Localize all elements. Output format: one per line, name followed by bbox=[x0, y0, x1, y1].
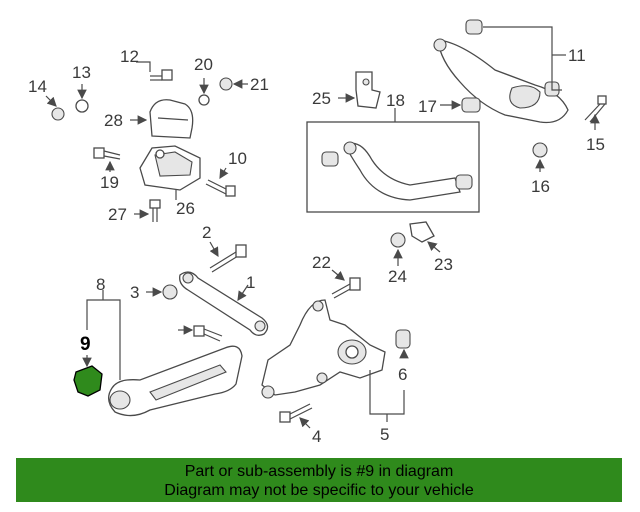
lateral-link-18 bbox=[321, 141, 473, 201]
callout-16: 16 bbox=[531, 177, 550, 196]
bushing-9-highlighted[interactable] bbox=[73, 365, 103, 397]
link-arm-1 bbox=[179, 271, 269, 336]
callout-15: 15 bbox=[586, 135, 605, 154]
callout-9: 9 bbox=[80, 334, 91, 355]
callout-19: 19 bbox=[100, 173, 119, 192]
banner-line-1: Part or sub-assembly is #9 in diagram bbox=[184, 463, 454, 480]
callout-22: 22 bbox=[312, 253, 331, 272]
callout-27: 27 bbox=[108, 205, 127, 224]
callout-14: 14 bbox=[28, 77, 47, 96]
bolt-7 bbox=[193, 325, 223, 342]
nut-16 bbox=[532, 142, 548, 158]
upper-control-arm bbox=[433, 19, 569, 124]
bushing-6 bbox=[395, 329, 411, 349]
callout-17: 17 bbox=[418, 97, 437, 116]
nut-3 bbox=[162, 284, 178, 300]
nut-14 bbox=[51, 107, 65, 121]
bracket-26 bbox=[139, 145, 201, 191]
callout-4: 4 bbox=[312, 427, 321, 446]
bolt-10 bbox=[205, 179, 236, 197]
callout-20: 20 bbox=[194, 55, 213, 74]
callout-8: 8 bbox=[96, 275, 105, 294]
info-banner: Part or sub-assembly is #9 in diagram Di… bbox=[16, 458, 622, 502]
callout-23: 23 bbox=[434, 255, 453, 274]
callout-5: 5 bbox=[380, 425, 389, 444]
bolt-22 bbox=[331, 277, 361, 299]
bolt-4 bbox=[279, 403, 313, 423]
callout-25: 25 bbox=[312, 89, 331, 108]
callout-10: 10 bbox=[228, 149, 247, 168]
callout-28: 28 bbox=[104, 111, 123, 130]
sub-assembly-box-18 bbox=[306, 121, 480, 213]
mount-28 bbox=[149, 99, 194, 139]
bolt-19 bbox=[93, 147, 121, 160]
callout-1: 1 bbox=[246, 273, 255, 292]
nut-21 bbox=[219, 77, 233, 91]
callout-6: 6 bbox=[398, 365, 407, 384]
banner-line-2: Diagram may not be specific to your vehi… bbox=[164, 482, 474, 499]
bolt-12 bbox=[150, 69, 173, 81]
bolt-2 bbox=[209, 244, 247, 273]
callout-24: 24 bbox=[388, 267, 407, 286]
callout-26: 26 bbox=[176, 199, 195, 218]
bolt-15 bbox=[584, 95, 607, 123]
nut-24 bbox=[390, 232, 406, 248]
bushing-17 bbox=[461, 97, 481, 113]
bracket-25 bbox=[355, 71, 381, 109]
washer-13 bbox=[75, 99, 89, 113]
plate-23 bbox=[409, 221, 435, 243]
callout-13: 13 bbox=[72, 63, 91, 82]
callout-18: 18 bbox=[386, 91, 405, 110]
wheel-knuckle bbox=[261, 299, 386, 399]
trailing-arm-8 bbox=[108, 345, 243, 417]
callout-11: 11 bbox=[568, 46, 586, 65]
bolt-27 bbox=[149, 199, 161, 222]
callout-12: 12 bbox=[120, 47, 139, 66]
callout-2: 2 bbox=[202, 223, 211, 242]
callout-21: 21 bbox=[250, 75, 269, 94]
washer-20 bbox=[198, 94, 210, 106]
parts-diagram: 11 15 16 17 25 18 12 13 14 bbox=[28, 19, 607, 446]
callout-3: 3 bbox=[130, 283, 139, 302]
